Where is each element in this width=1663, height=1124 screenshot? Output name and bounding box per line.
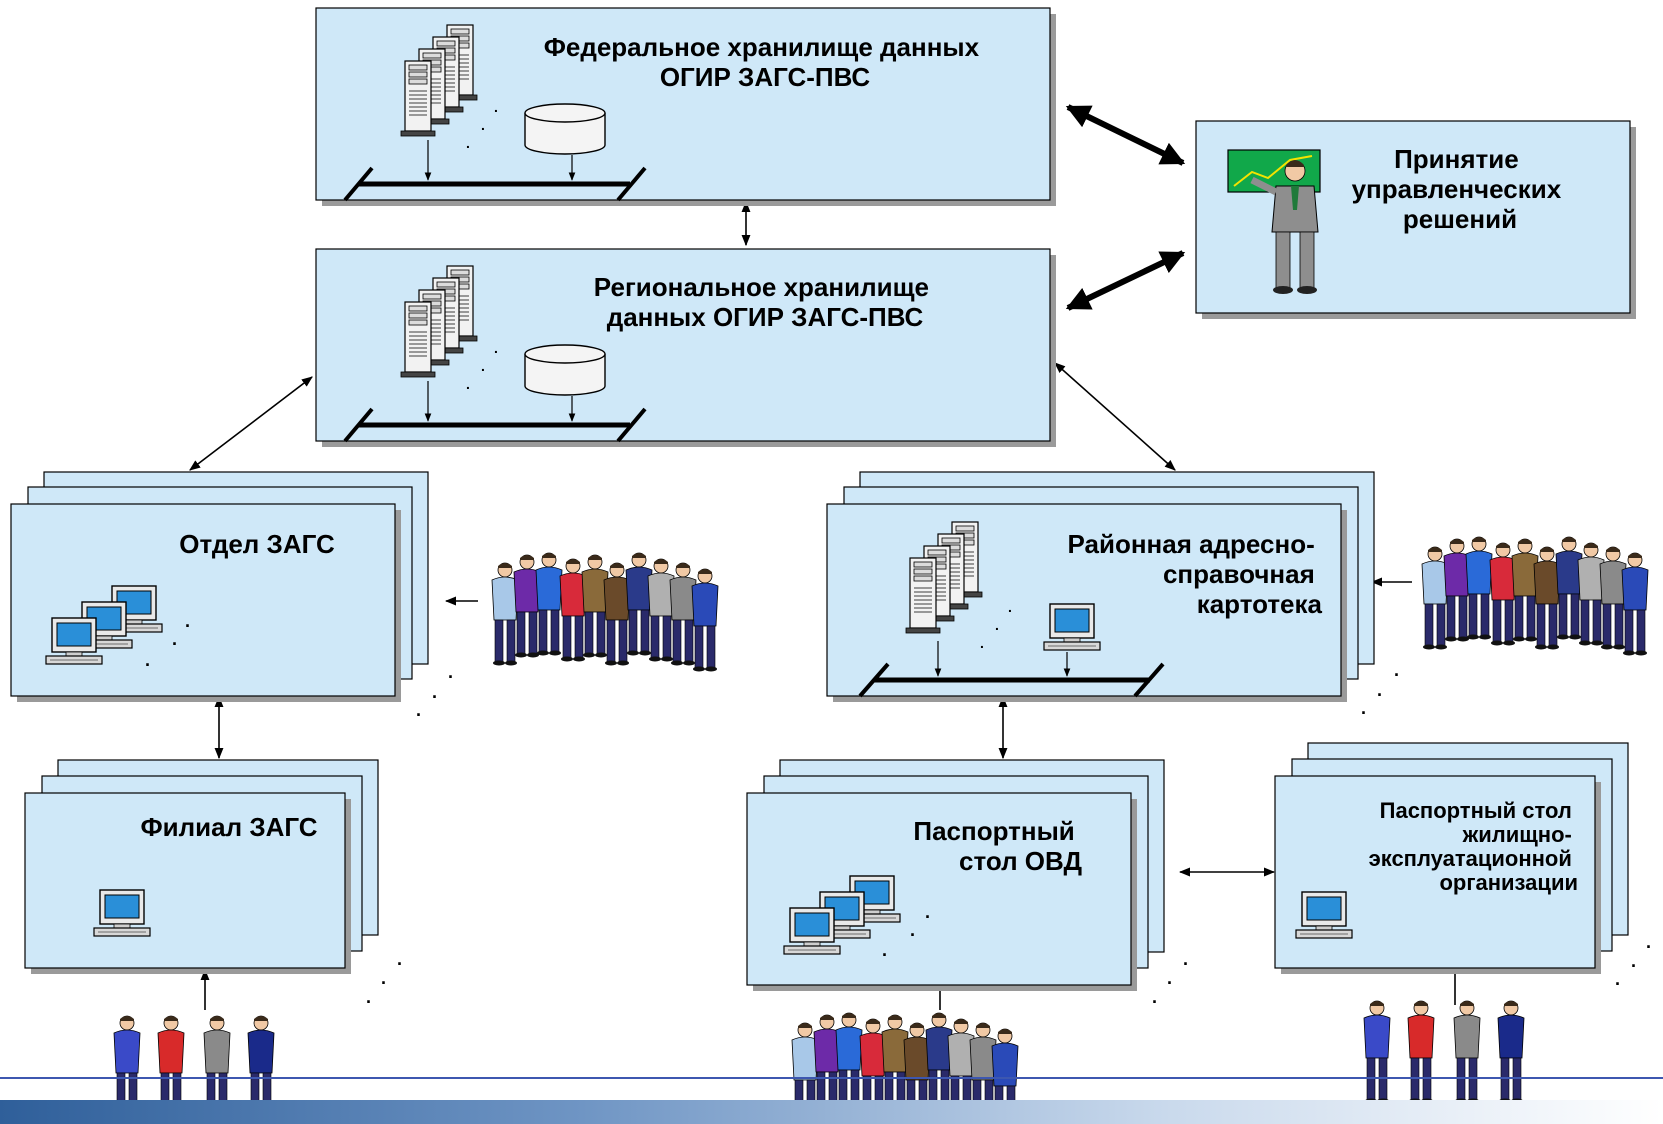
svg-text:.: .: [466, 376, 470, 392]
svg-text:.: .: [995, 617, 999, 633]
footer-gradient-bar: [0, 1100, 1663, 1124]
svg-text:.: .: [1394, 660, 1399, 680]
svg-text:.: .: [494, 340, 498, 356]
svg-text:.: .: [1167, 968, 1172, 988]
passport-ovd-title: Паспортный стол ОВД: [913, 816, 1082, 876]
svg-text:.: .: [882, 940, 887, 960]
svg-text:.: .: [1008, 599, 1012, 615]
address-bureau-title: Районная адресно- справочная картотека: [1068, 529, 1323, 619]
zags-branch-title: Филиал ЗАГС: [140, 812, 317, 842]
zags-department-node: . . . . . . Отдел ЗАГС: [10, 471, 453, 720]
svg-text:.: .: [1361, 698, 1366, 718]
svg-text:.: .: [481, 117, 485, 133]
computer-workstation-icon: [1043, 603, 1101, 651]
computer-workstation-icon: [1295, 891, 1353, 939]
svg-text:.: .: [172, 629, 177, 649]
svg-text:.: .: [1377, 680, 1382, 700]
svg-text:.: .: [145, 650, 150, 670]
decisions-node: Принятие управленческих решений: [1195, 120, 1636, 319]
svg-text:.: .: [366, 987, 371, 1007]
svg-text:.: .: [925, 902, 930, 922]
svg-text:.: .: [1615, 969, 1620, 989]
database-cylinder-icon: [524, 103, 606, 155]
link-federal-decisions: [1065, 104, 1186, 166]
svg-text:.: .: [381, 968, 386, 988]
svg-text:.: .: [432, 682, 437, 702]
svg-text:.: .: [185, 611, 190, 631]
svg-text:.: .: [416, 700, 421, 720]
link-regional-zags: [189, 376, 313, 471]
zags-department-title: Отдел ЗАГС: [179, 529, 335, 559]
decisions-title: Принятие управленческих решений: [1352, 144, 1569, 234]
people-group-icon: [1363, 1000, 1525, 1104]
svg-text:.: .: [980, 635, 984, 651]
svg-text:.: .: [910, 920, 915, 940]
svg-text:.: .: [1152, 987, 1157, 1007]
svg-text:.: .: [1183, 949, 1188, 969]
federal-storage-title: Федеральное хранилище данных ОГИР ЗАГС-П…: [544, 32, 987, 92]
svg-text:.: .: [397, 949, 402, 969]
regional-storage-title: Региональное хранилище данных ОГИР ЗАГС-…: [594, 272, 936, 332]
connectors: [189, 104, 1460, 1010]
svg-text:.: .: [1631, 951, 1636, 971]
regional-storage-node: . . . Региональное хранилище данных ОГИР…: [315, 248, 1056, 447]
svg-text:.: .: [1646, 932, 1651, 952]
presenter-with-chart-icon: [1227, 149, 1321, 294]
federal-storage-node: . . . Федеральное хранилище данных ОГИР …: [315, 7, 1056, 206]
svg-text:.: .: [466, 135, 470, 151]
svg-text:.: .: [448, 662, 453, 682]
people-group-icon: [491, 552, 719, 672]
computer-workstation-icon: [93, 889, 151, 937]
footer-divider: [0, 1077, 1663, 1079]
zags-branch-node: . . . Филиал ЗАГС: [24, 759, 402, 1007]
database-cylinder-icon: [524, 344, 606, 396]
link-regional-decisions: [1065, 250, 1186, 311]
passport-housing-node: . . . Паспортный стол жилищно- эксплуата…: [1274, 742, 1651, 989]
passport-housing-title: Паспортный стол жилищно- эксплуатационно…: [1369, 798, 1578, 895]
people-group-icon: [1421, 536, 1649, 656]
passport-ovd-node: . . . . . . Паспортный стол ОВД: [746, 759, 1188, 1007]
svg-text:.: .: [481, 358, 485, 374]
svg-text:.: .: [494, 99, 498, 115]
link-regional-address: [1054, 362, 1176, 471]
address-bureau-node: . . . . . . Районная адресно- справочная…: [826, 471, 1399, 718]
